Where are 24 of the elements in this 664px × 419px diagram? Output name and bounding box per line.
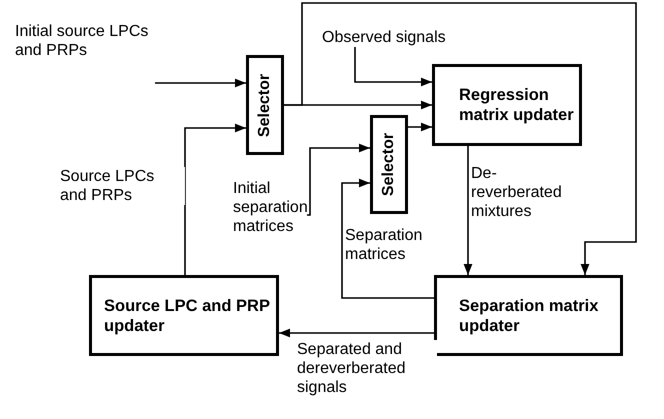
selector-label: Selector [380, 132, 398, 196]
selector-box [370, 115, 408, 214]
arrow [464, 146, 472, 275]
process-box [432, 64, 582, 146]
selector-label: Selector [256, 73, 274, 137]
edge-label: Source LPCs and PRPs [60, 167, 185, 205]
process-box [89, 275, 279, 356]
process-box [434, 275, 623, 356]
box-label: Source LPC and PRP updater [104, 296, 271, 336]
input-label: Initial separation matrices [233, 178, 308, 236]
selector-box [246, 55, 284, 155]
box-label: Regression matrix updater [459, 85, 575, 125]
input-label: Initial source LPCs and PRPs [15, 22, 150, 60]
arrow [354, 47, 432, 86]
arrow [408, 122, 432, 132]
arrow [284, 2, 637, 275]
input-label: Observed signals [322, 28, 446, 46]
box-label: Separation matrix updater [459, 296, 600, 336]
arrow [155, 78, 246, 88]
arrow [307, 144, 370, 216]
arrow [279, 328, 434, 338]
edge-label: Separated and dereverberated signals [297, 340, 437, 397]
arrow [184, 124, 246, 275]
arrow [341, 178, 434, 299]
